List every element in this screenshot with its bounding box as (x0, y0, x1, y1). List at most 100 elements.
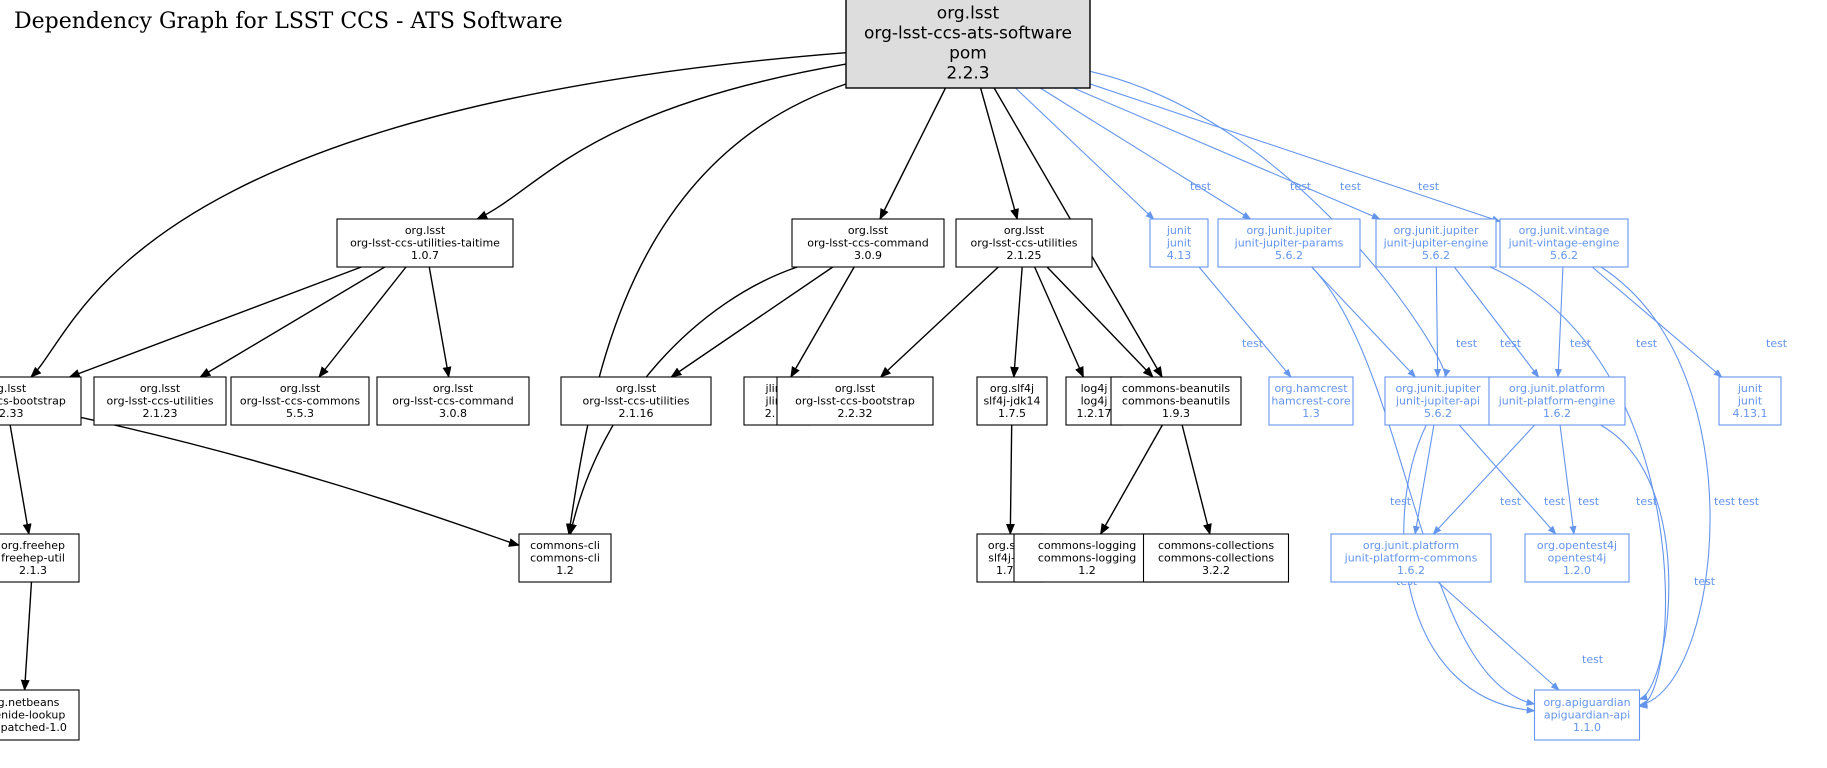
node-commons553-line-1: org-lsst-ccs-commons (240, 395, 361, 408)
edge-label-jupengine-to-platengine: test (1570, 337, 1592, 350)
node-hamcrest-line-1: hamcrest-core (1271, 395, 1351, 408)
edge-label-root-to-vintage: test (1418, 180, 1440, 193)
node-apiguardian-line-1: apiguardian-api (1544, 709, 1630, 722)
node-apiguardian-line-2: 1.1.0 (1573, 721, 1601, 734)
node-box-freehep (0, 533, 80, 583)
edge-slf4jjdk14-to-slf4japi (1005, 424, 1015, 536)
edge-label-jupengine-to-apiguardian: test (1714, 495, 1736, 508)
node-commons553-line-0: org.lsst (280, 382, 321, 395)
edge-label-platengine-to-opentest4j: test (1636, 495, 1658, 508)
node-jupparams-line-0: org.junit.jupiter (1246, 224, 1332, 237)
node-command308-line-2: 3.0.8 (439, 407, 467, 420)
node-collections-line-1: commons-collections (1158, 552, 1274, 565)
node-jupapi-line-1: junit-jupiter-api (1395, 395, 1480, 408)
node-jupengine-line-2: 5.6.2 (1422, 249, 1450, 262)
node-taitime-line-1: org-lsst-ccs-utilities-taitime (350, 237, 500, 250)
node-opentest4j-line-0: org.opentest4j (1537, 539, 1617, 552)
node-box-utilities2116 (560, 376, 712, 426)
node-junit413-line-0: junit (1166, 224, 1192, 237)
node-taitime-line-0: org.lsst (405, 224, 446, 237)
node-junit4131-line-0: junit (1737, 382, 1763, 395)
node-logging-line-1: commons-logging (1038, 552, 1136, 565)
node-netbeans: org.netbeansopenide-lookup1.9-patched-1.… (0, 689, 80, 741)
node-slf4jjdk14-line-1: slf4j-jdk14 (983, 395, 1040, 408)
node-beanutils-line-0: commons-beanutils (1122, 382, 1230, 395)
node-platcommons-line-2: 1.6.2 (1397, 564, 1425, 577)
node-jupapi-line-2: 5.6.2 (1424, 407, 1452, 420)
node-log4j-line-2: 1.2.17 (1077, 407, 1112, 420)
node-junit4131-line-2: 4.13.1 (1733, 407, 1768, 420)
node-bootstrap2233-line-2: 2.2.33 (0, 407, 24, 420)
node-box-command309 (791, 218, 945, 268)
node-box-commonscli (518, 533, 612, 583)
edge-label-root-to-junit413: test (1190, 180, 1212, 193)
node-log4j-line-0: log4j (1081, 382, 1108, 395)
edge-jupengine-to-jupapi (1434, 266, 1442, 378)
node-command309-line-1: org-lsst-ccs-command (807, 237, 929, 250)
node-box-hamcrest (1268, 376, 1354, 426)
node-platcommons-line-1: junit-platform-commons (1344, 552, 1478, 565)
node-utilities2125-line-1: org-lsst-ccs-utilities (971, 237, 1078, 250)
node-box-command308 (376, 376, 530, 426)
edge-jupparams-to-apiguardian (1311, 266, 1536, 706)
node-box-vintage (1499, 218, 1629, 268)
node-junit413-line-2: 4.13 (1167, 249, 1192, 262)
node-box-taitime (336, 218, 514, 268)
edge-jupengine-to-apiguardian (1489, 266, 1667, 709)
node-box-junit413 (1149, 218, 1209, 268)
graph-title: Dependency Graph for LSST CCS - ATS Soft… (14, 9, 563, 34)
node-commonscli-line-2: 1.2 (556, 564, 574, 577)
node-jupengine: org.junit.jupiterjunit-jupiter-engine5.6… (1375, 218, 1497, 268)
edge-root-to-bootstrap2233 (30, 51, 847, 378)
node-box-slf4jjdk14 (976, 376, 1048, 426)
edge-taitime-to-command308 (428, 266, 452, 379)
edge-root-to-jupengine (1073, 87, 1381, 220)
node-jupparams-line-2: 5.6.2 (1275, 249, 1303, 262)
edge-utilities2125-to-log4j (1033, 266, 1085, 379)
edge-bootstrap2233-to-freehep (9, 424, 32, 536)
node-commonscli-line-1: commons-cli (530, 552, 600, 565)
edge-vintage-to-platengine (1554, 266, 1564, 378)
node-slf4jjdk14-line-2: 1.7.5 (998, 407, 1026, 420)
node-collections-line-0: commons-collections (1158, 539, 1274, 552)
edge-label-vintage-to-platengine: test (1636, 337, 1658, 350)
node-bootstrap2233-line-0: org.lsst (0, 382, 27, 395)
edge-jupapi-to-platcommons (1413, 424, 1435, 535)
node-vintage-line-2: 5.6.2 (1550, 249, 1578, 262)
node-command308-line-0: org.lsst (433, 382, 474, 395)
node-hamcrest-line-2: 1.3 (1302, 407, 1320, 420)
node-apiguardian-line-0: org.apiguardian (1543, 696, 1630, 709)
node-root-line-0: org.lsst (937, 4, 1000, 24)
node-utilities2123-line-2: 2.1.23 (143, 407, 178, 420)
node-commons553-line-2: 5.5.3 (286, 407, 314, 420)
node-root-line-3: 2.2.3 (946, 64, 989, 84)
node-root: org.lsstorg-lsst-ccs-ats-softwarepom2.2.… (845, 0, 1091, 89)
node-jupapi-line-0: org.junit.jupiter (1395, 382, 1481, 395)
node-utilities2116-line-0: org.lsst (616, 382, 657, 395)
node-box-junit4131 (1718, 376, 1782, 426)
node-box-bootstrap2233 (0, 376, 82, 426)
node-box-commons553 (230, 376, 370, 426)
node-slf4jjdk14-line-0: org.slf4j (990, 382, 1034, 395)
node-utilities2125-line-0: org.lsst (1004, 224, 1045, 237)
edge-beanutils-to-collections (1181, 424, 1212, 536)
node-box-collections (1142, 533, 1290, 583)
node-vintage-line-1: junit-vintage-engine (1508, 237, 1620, 250)
edge-root-to-utilities2125 (979, 87, 1019, 221)
node-netbeans-line-2: 1.9-patched-1.0 (0, 721, 67, 734)
node-box-root (845, 0, 1091, 89)
node-logging-line-0: commons-logging (1038, 539, 1136, 552)
node-taitime: org.lsstorg-lsst-ccs-utilities-taitime1.… (336, 218, 514, 268)
